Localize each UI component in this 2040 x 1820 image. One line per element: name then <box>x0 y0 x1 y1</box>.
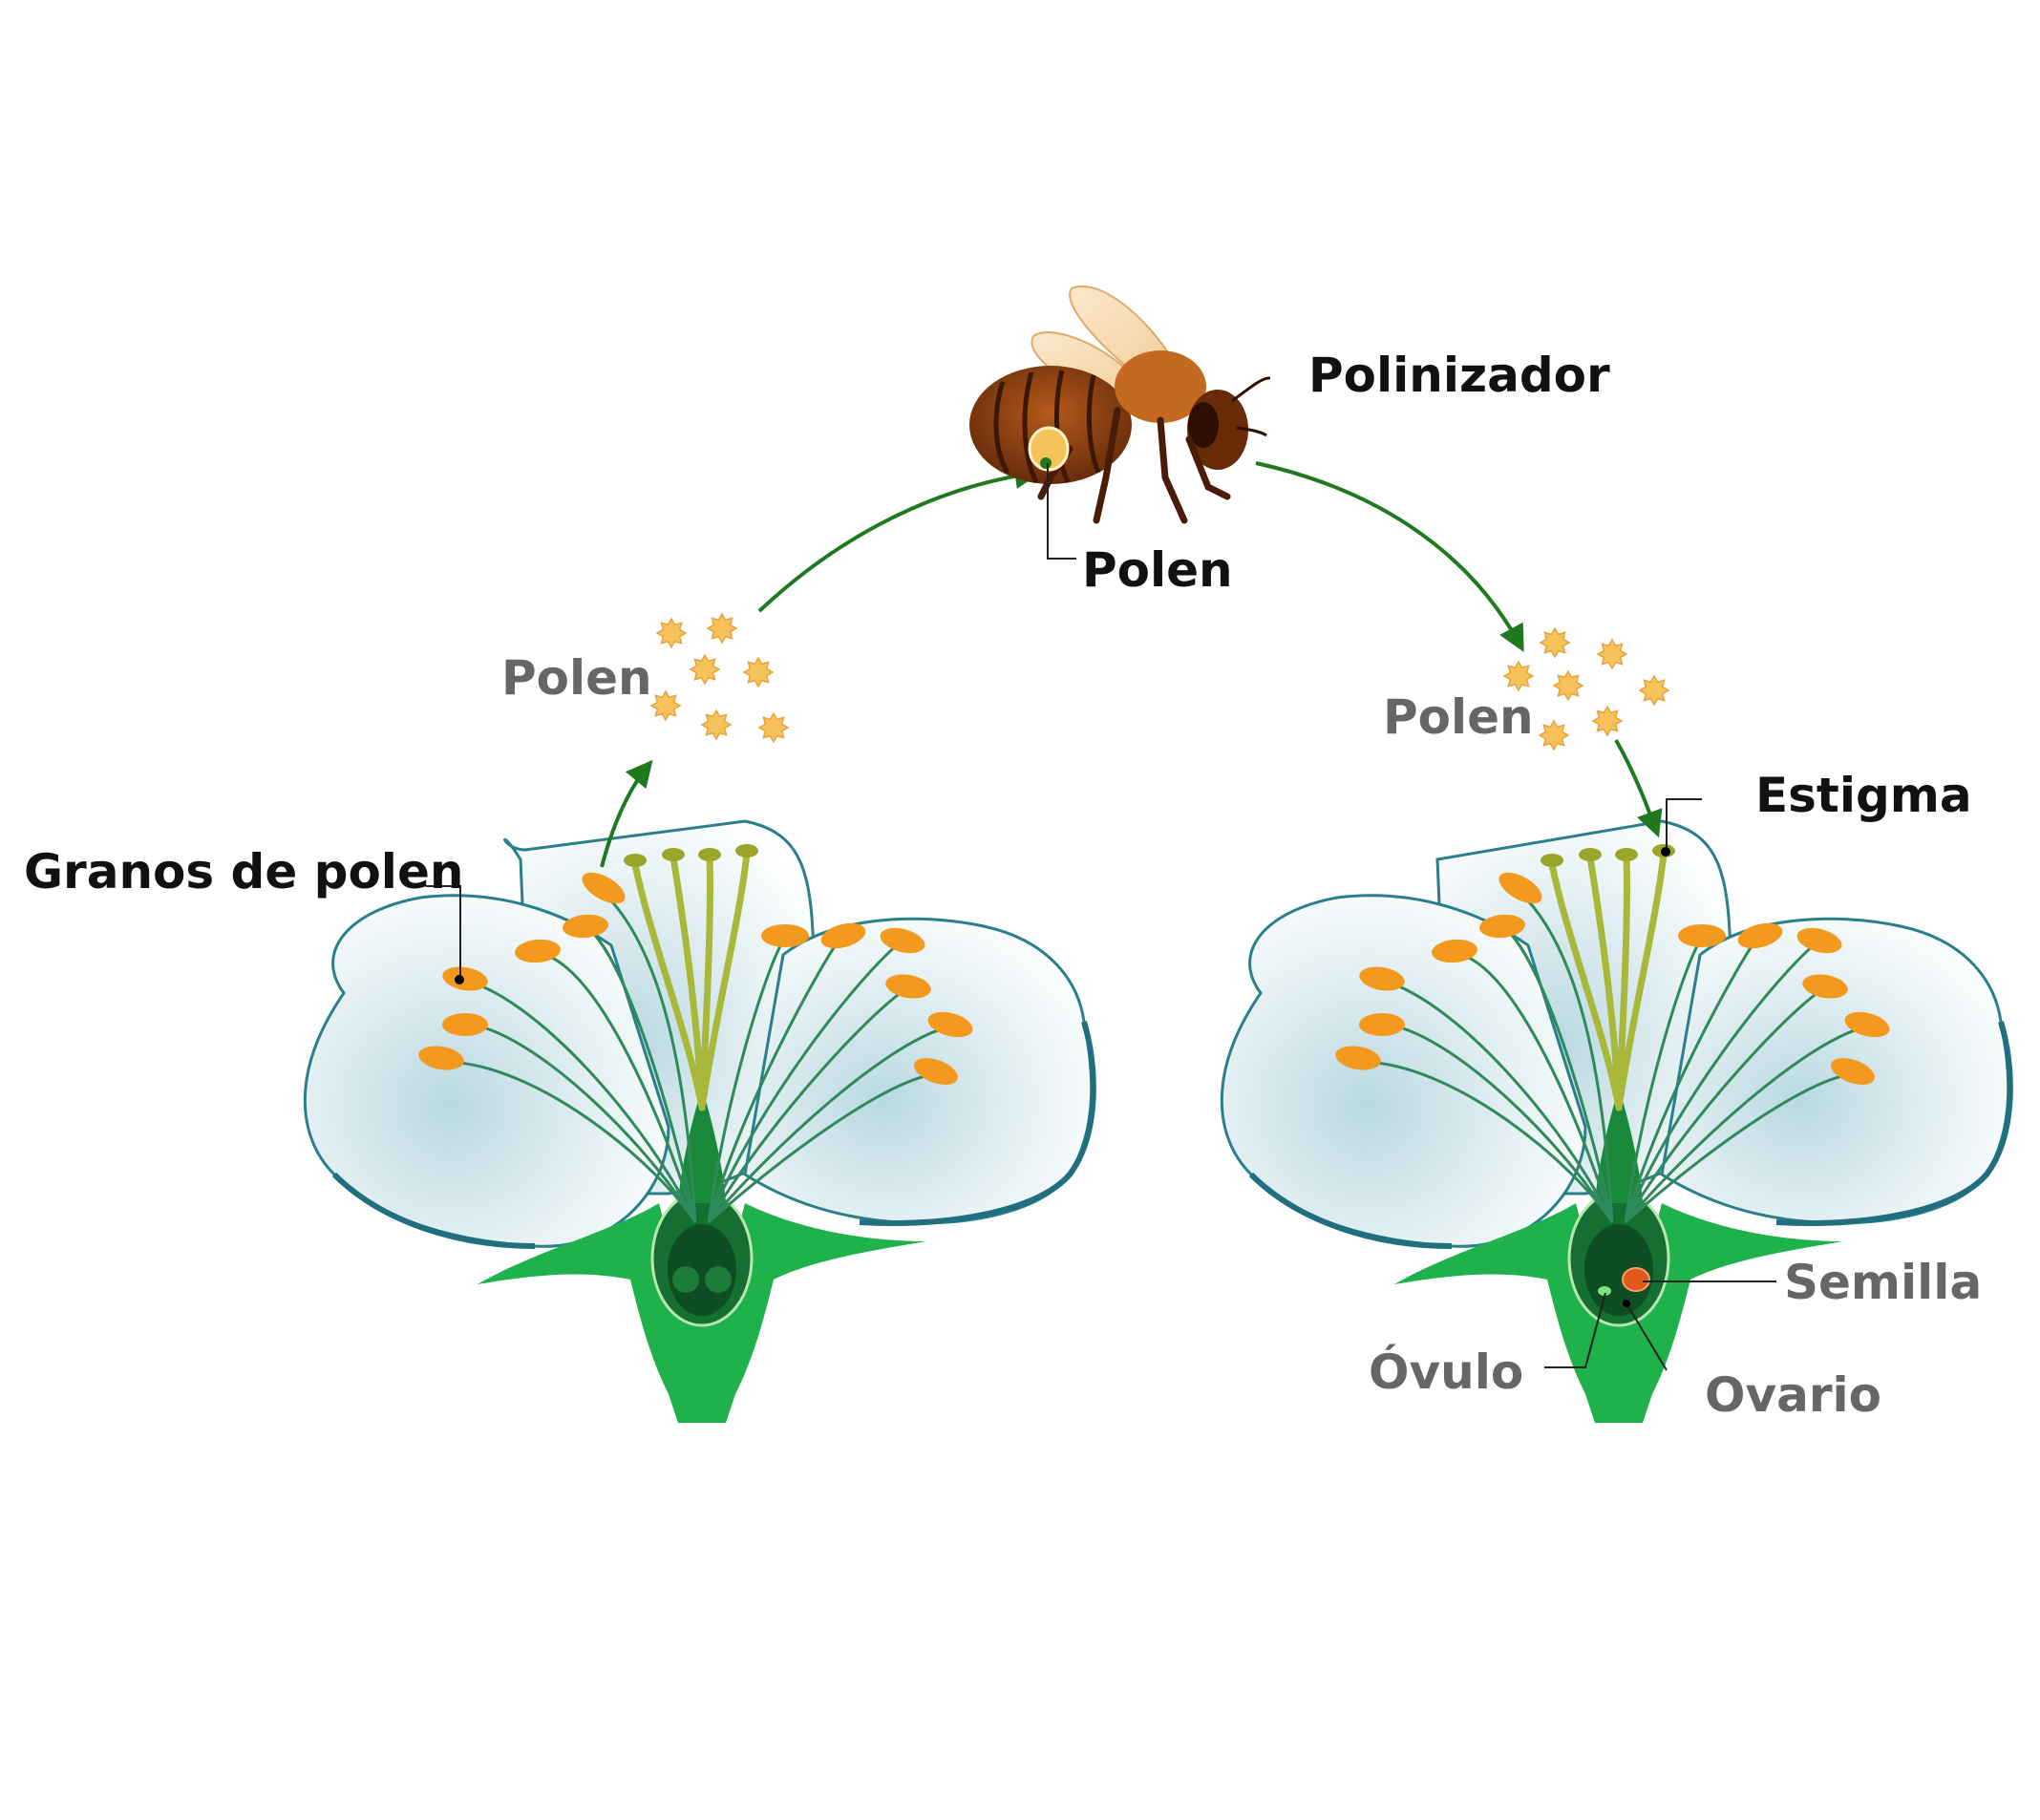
pollen-grain <box>649 689 682 722</box>
pistils-right <box>1548 850 1668 1111</box>
leader-lines <box>426 463 1776 1371</box>
arrow-anther-to-pollen <box>600 759 653 868</box>
arrow-pollen-to-stigma <box>1614 739 1663 838</box>
anthers-left <box>418 872 973 1085</box>
pollen-grain <box>742 656 775 688</box>
pistil-style <box>678 1089 726 1203</box>
pollen-grain <box>1591 705 1624 737</box>
pollen-grain <box>689 653 721 686</box>
pollen-cluster-left <box>649 612 790 744</box>
sepals <box>1394 1203 1843 1423</box>
pistils-left <box>631 850 751 1111</box>
bee-pollen-label: Polen <box>1082 542 1233 598</box>
pollen-left-label: Polen <box>501 650 652 706</box>
arrows <box>600 461 1663 868</box>
bee-icon <box>969 286 1271 524</box>
pollen-grain <box>1638 674 1670 707</box>
pollen-grain <box>700 709 733 741</box>
pollen-grain <box>1502 660 1535 692</box>
left-flower <box>303 819 1096 1423</box>
pollen-grains-label: Granos de polen <box>24 844 464 899</box>
right-flower <box>1220 819 2013 1423</box>
stigma-label: Estigma <box>1755 768 1972 823</box>
pollen-cluster-right <box>1502 626 1670 751</box>
pollen-grain <box>757 711 790 744</box>
ovule-label: Óvulo <box>1369 1344 1524 1400</box>
petal-left <box>1220 894 1587 1248</box>
pollen-grain <box>1538 719 1570 751</box>
pollen-grain <box>1552 669 1584 702</box>
sepals <box>478 1203 926 1423</box>
anthers-right <box>1335 872 1890 1085</box>
pollinator-label: Polinizador <box>1308 348 1610 403</box>
seed-marker <box>1622 1267 1650 1292</box>
seed-label: Semilla <box>1784 1255 1983 1310</box>
ovule-marker <box>1598 1286 1611 1296</box>
pollen-grain <box>1596 638 1628 670</box>
stamens-left <box>440 891 951 1224</box>
petal-left <box>303 894 670 1248</box>
stamens-right <box>1357 891 1868 1224</box>
pollen-grain <box>1539 626 1571 659</box>
pollen-grain <box>706 612 738 645</box>
arrow-pollen-to-bee <box>757 462 1042 613</box>
pollen-grain <box>655 617 688 649</box>
pollen-right-label: Polen <box>1383 689 1534 745</box>
ovary-label: Ovario <box>1705 1367 1881 1423</box>
arrow-bee-to-pollen <box>1255 461 1524 652</box>
